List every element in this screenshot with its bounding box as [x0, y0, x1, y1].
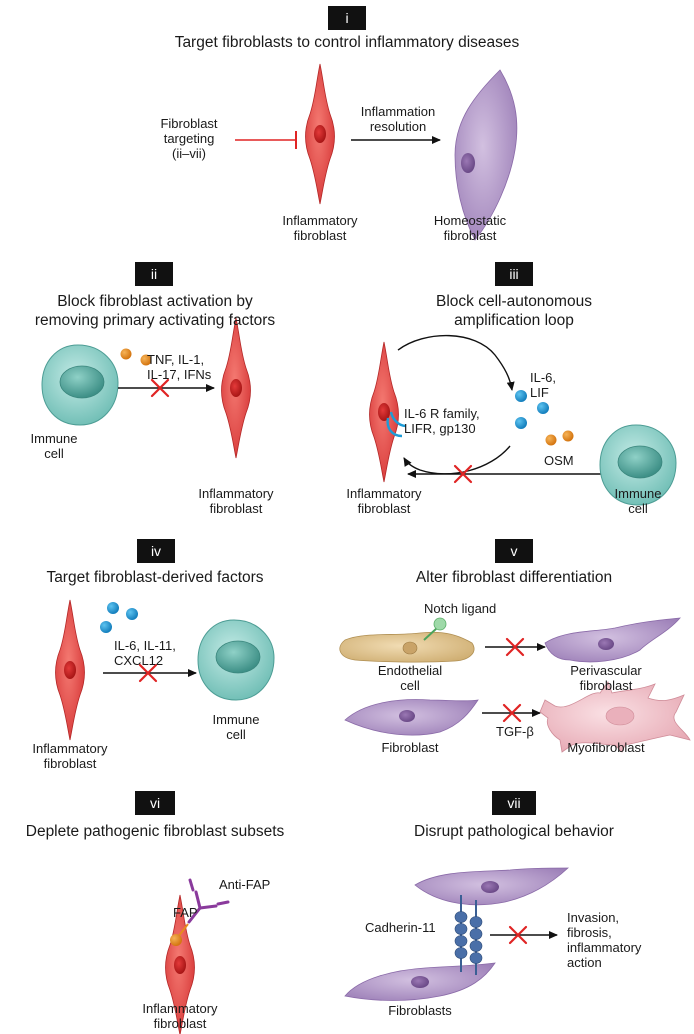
inflammatory-fibroblast-i: [305, 63, 335, 205]
cytokine-orange-dot: [545, 434, 557, 446]
cytokine-blue-dot: [515, 390, 527, 402]
receptor-label: IL-6 R family,LIFR, gp130: [404, 406, 480, 436]
panel-badge-i: i: [328, 6, 366, 30]
panel-title-i: Target fibroblasts to control inflammato…: [174, 34, 520, 51]
cytokine-blue-dot: [100, 621, 112, 633]
panel-title-vii: Disrupt pathological behavior: [414, 823, 614, 840]
antibody-icon: [187, 878, 230, 924]
cytokine-blue-dot: [107, 602, 119, 614]
panel-title-iv: Target fibroblast-derived factors: [46, 569, 264, 586]
anti-fap-label: Anti-FAP: [219, 877, 271, 892]
cytokine-blue-dot: [515, 417, 527, 429]
inflammatory-fibroblast-iii: [369, 341, 399, 483]
immune-cell-ii: [41, 344, 119, 426]
panel-title-vi: Deplete pathogenic fibroblast subsets: [25, 823, 285, 840]
receptor-icon: [386, 417, 403, 438]
fap-stalk: [177, 923, 189, 938]
cytokine-dot: [120, 348, 132, 360]
notch-ligand-label: Notch ligand: [424, 601, 497, 616]
notch-stalk: [423, 627, 438, 641]
immune-cell-iv: [197, 619, 275, 701]
perivascular-fibroblast: [544, 617, 681, 663]
fibroblast-bottom: [344, 962, 496, 1001]
panel-badge-iii: iii: [495, 262, 533, 286]
panel-title-v: Alter fibroblast differentiation: [415, 569, 613, 586]
secretion-arrow: [397, 334, 515, 391]
osm-label: OSM: [544, 453, 574, 468]
receptor-icon: [389, 411, 407, 428]
cytokine-blue-dot: [537, 402, 549, 414]
feedback-arrow: [403, 445, 511, 475]
inflammatory-fibroblast-iv: [55, 599, 85, 741]
cytokine-blue-dot: [126, 608, 138, 620]
myofibroblast-label: Myofibroblast: [567, 740, 645, 755]
panel-badge-iv: iv: [137, 539, 175, 563]
derived-factors-label: IL-6, IL-11,CXCL12: [114, 638, 176, 668]
inflammatory-fibroblast-ii: [221, 317, 251, 459]
myofibroblast: [539, 681, 691, 753]
homeostatic-fibroblast-i: [454, 69, 518, 241]
cadherin-11-label: Cadherin-11: [365, 920, 436, 935]
panel-badge-v: v: [495, 539, 533, 563]
fibroblasts-label: Fibroblasts: [388, 1003, 452, 1018]
panel-badge-vi: vi: [135, 791, 175, 815]
cytokine-orange-dot: [562, 430, 574, 442]
fap-label: FAP: [173, 905, 198, 920]
endothelial-cell: [339, 631, 475, 663]
cytokine-dot: [140, 354, 152, 366]
fap-icon: [170, 934, 182, 946]
fibroblast-v: [344, 699, 479, 736]
tgf-beta-label: TGF-β: [496, 724, 534, 739]
cytokine-label-iii: IL-6,LIF: [530, 370, 557, 400]
cadherin-11-icon: [454, 895, 483, 975]
fibroblast-top: [414, 867, 570, 906]
panel-badge-ii: ii: [135, 262, 173, 286]
activating-factors-label: TNF, IL-1,IL-17, IFNs: [147, 352, 212, 382]
panel-badge-vii: vii: [492, 791, 536, 815]
fibroblast-label-v: Fibroblast: [381, 740, 439, 755]
notch-ligand-icon: [433, 617, 447, 631]
